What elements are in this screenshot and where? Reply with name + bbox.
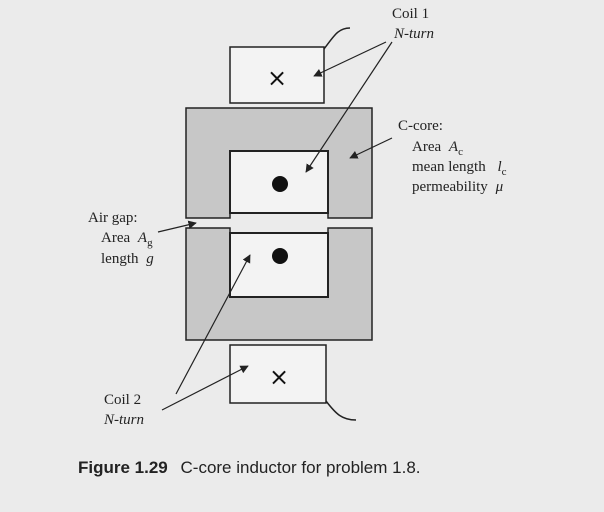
core-length-symbol: l xyxy=(497,159,501,175)
arrow-coil2-to-box xyxy=(161,365,249,411)
core-permeability: permeability μ xyxy=(412,179,504,195)
core-area-label: Area xyxy=(412,139,441,155)
coil1-turns: N-turn xyxy=(393,26,434,42)
airgap-title: Air gap: xyxy=(88,210,138,226)
airgap-length: length g xyxy=(101,251,154,267)
arrow-coil1-to-window xyxy=(305,41,393,173)
core-area-symbol: A xyxy=(448,139,459,155)
airgap-area-sub: g xyxy=(147,237,153,249)
arrow-core-label xyxy=(349,137,393,159)
core-perm-symbol: μ xyxy=(495,179,504,195)
figure-caption: Figure 1.29 C-core inductor for problem … xyxy=(78,458,421,478)
airgap-area: Area Ag xyxy=(101,230,153,249)
airgap-area-label: Area xyxy=(101,230,130,246)
coil1-lead-wire xyxy=(323,27,351,50)
coil1-cross-mark: × xyxy=(267,64,287,92)
coil2-turns: N-turn xyxy=(103,412,144,428)
airgap-area-symbol: A xyxy=(137,230,148,246)
arrow-coil2-to-window xyxy=(175,254,251,395)
coil2-lead-wire xyxy=(325,400,357,421)
airgap-length-symbol: g xyxy=(146,251,154,267)
arrow-coil1-to-box xyxy=(313,41,387,77)
coil1-box xyxy=(229,46,325,104)
airgap-length-label: length xyxy=(101,251,139,267)
core-length-sub: c xyxy=(502,166,507,178)
coil2-name: Coil 2 xyxy=(104,392,141,408)
caption-text: C-core inductor for problem 1.8. xyxy=(180,458,421,477)
dot-out-lower xyxy=(272,248,288,264)
figure-number: Figure 1.29 xyxy=(78,458,168,477)
coil2-cross-mark: × xyxy=(269,363,289,391)
dot-out-upper xyxy=(272,176,288,192)
core-perm-label: permeability xyxy=(412,179,488,195)
coil2-box xyxy=(229,344,327,404)
core-title: C-core: xyxy=(398,118,443,134)
coil1-name: Coil 1 xyxy=(392,6,429,22)
core-area: Area Ac xyxy=(412,139,463,158)
arrow-airgap-label xyxy=(157,220,197,233)
core-area-sub: c xyxy=(458,146,463,158)
core-length-label: mean length xyxy=(412,159,486,175)
lower-window xyxy=(229,232,329,298)
core-length: mean length lc xyxy=(412,159,507,178)
